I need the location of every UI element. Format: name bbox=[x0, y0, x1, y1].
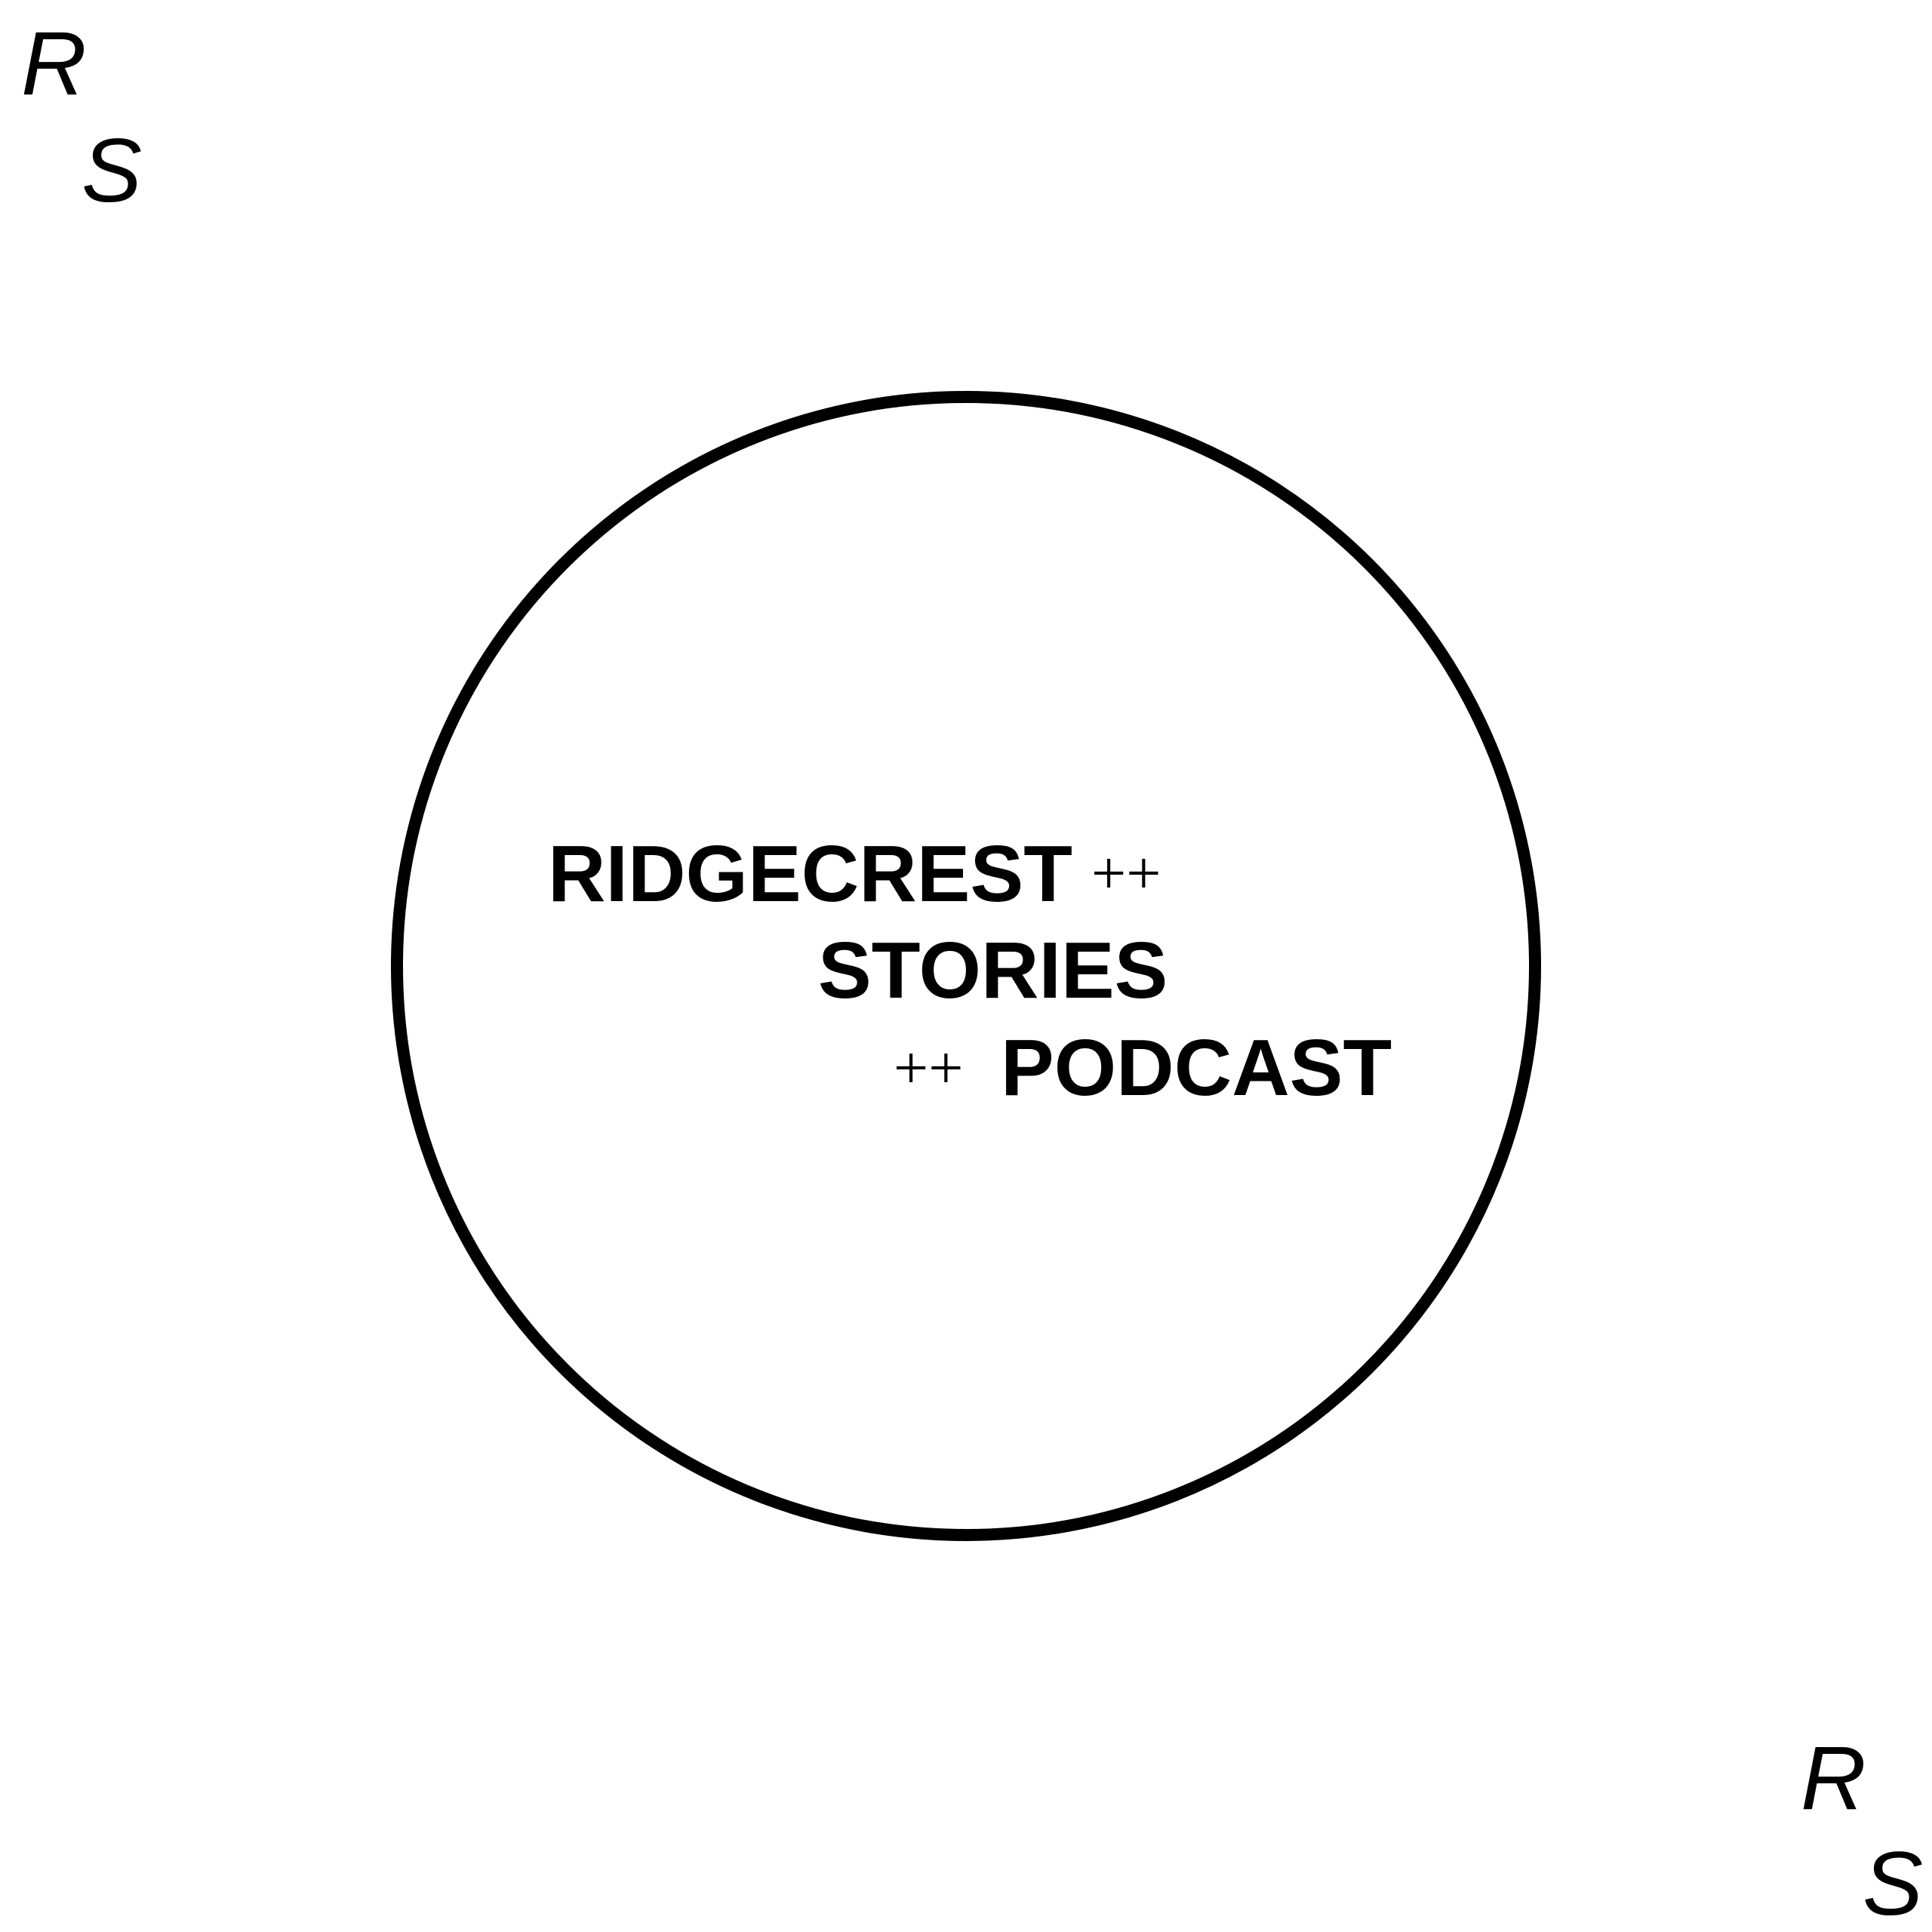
corner-letter-r-top-left: R bbox=[21, 13, 87, 114]
logo-plus-marks-top: ++ bbox=[1091, 838, 1161, 907]
logo-word-ridgecrest: RIDGECREST bbox=[548, 829, 1072, 918]
corner-letter-r-bottom-right: R bbox=[1801, 1727, 1866, 1829]
logo-word-podcast: PODCAST bbox=[1001, 1023, 1392, 1112]
corner-letter-s-top-left: S bbox=[82, 120, 143, 221]
logo-word-stories: STORIES bbox=[818, 926, 1168, 1015]
logo-plus-marks-bottom: ++ bbox=[894, 1033, 964, 1102]
corner-letter-s-bottom-right: S bbox=[1863, 1833, 1924, 1932]
